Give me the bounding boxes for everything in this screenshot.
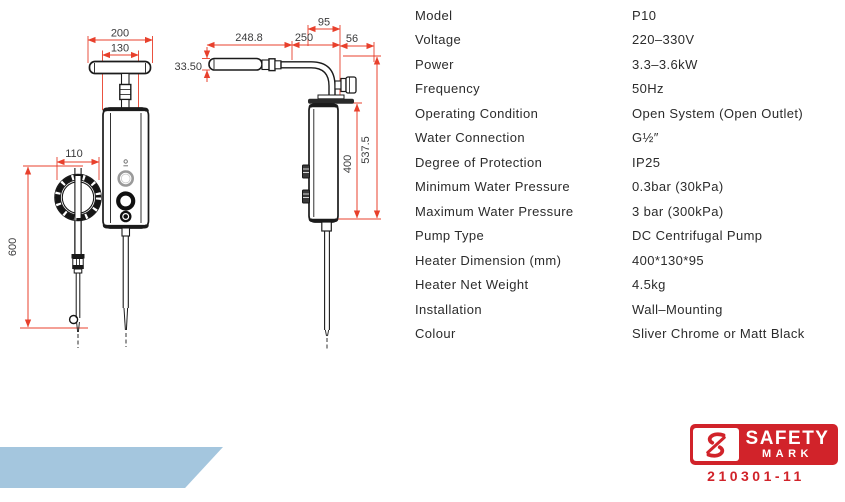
safety-mark-title: SAFETY [745,428,830,449]
dim-elbow-depth: 95 [318,17,330,29]
spec-value: 220–330V [632,32,695,48]
spec-label: Colour [415,326,456,342]
table-row: Power 3.3–3.6kW [415,52,843,77]
dim-overall-height: 537.5 [360,136,372,164]
spec-label: Model [415,7,453,23]
spec-label: Water Connection [415,130,525,146]
spec-label: Power [415,56,454,72]
safety-mark-license-number: 210301-11 [707,468,805,484]
spec-label: Heater Dimension (mm) [415,252,562,268]
side-knobs [302,164,310,204]
hand-shower [54,168,102,348]
front-view [88,60,152,347]
safety-mark-subtitle: MARK [762,448,813,460]
table-row: Operating Condition Open System (Open Ou… [415,101,843,126]
spec-label: Voltage [415,32,462,48]
table-row: Heater Dimension (mm) 400*130*95 [415,248,843,273]
power-knob [116,191,136,211]
spec-table: Model P10 Voltage 220–330V Power 3.3–3.6… [415,3,843,346]
table-row: Voltage 220–330V [415,28,843,53]
safety-mark-text: SAFETY MARK [739,429,838,460]
pump-button [119,210,132,223]
spec-value: Open System (Open Outlet) [632,105,804,121]
table-row: Heater Net Weight 4.5kg [415,273,843,298]
spec-label: Frequency [415,81,481,97]
spec-value: G½″ [632,130,659,146]
dim-head-inner-width: 130 [111,43,129,55]
spec-value: 3 bar (300kPa) [632,203,724,219]
dimension-labels: 200 130 110 600 33.50 248.8 250 95 56 53… [7,17,372,257]
safety-mark-logo-box [693,428,739,461]
dim-head-width: 200 [111,28,129,40]
safety-mark-s-icon [706,431,726,458]
table-row: Degree of Protection IP25 [415,150,843,175]
spec-label: Degree of Protection [415,154,543,170]
dim-arm-diameter: 33.50 [174,61,202,73]
spec-value: DC Centrifugal Pump [632,228,763,244]
dim-arm-length: 248.8 [235,32,263,44]
table-row: Model P10 [415,3,843,28]
dimension-lines [20,25,381,329]
dim-hose-length: 600 [7,238,19,256]
spec-value: 400*130*95 [632,252,704,268]
spec-value: 3.3–3.6kW [632,56,698,72]
dial-knob [117,170,134,187]
spec-value: 50Hz [632,81,664,97]
spec-value: IP25 [632,154,661,170]
hose-hook [68,314,79,325]
dim-handshower-diameter: 110 [65,148,83,160]
spec-label: Heater Net Weight [415,277,529,293]
spec-value: 4.5kg [632,277,666,293]
spec-label: Minimum Water Pressure [415,179,570,195]
spec-value: Wall–Mounting [632,301,723,317]
table-row: Pump Type DC Centrifugal Pump [415,224,843,249]
technical-drawing: 200 130 110 600 33.50 248.8 250 95 56 53… [7,17,381,350]
spec-label: Operating Condition [415,105,539,121]
table-row: Water Connection G½″ [415,126,843,151]
side-view [208,57,357,350]
safety-mark: SAFETY MARK 210301-11 [690,424,838,484]
control-panel [116,159,136,223]
table-row: Colour Sliver Chrome or Matt Black [415,322,843,347]
spec-label: Pump Type [415,228,485,244]
spec-value: P10 [632,7,657,23]
dim-inlet-offset: 56 [346,33,358,45]
dim-body-height: 400 [342,155,354,173]
spec-label: Maximum Water Pressure [415,203,574,219]
table-row: Maximum Water Pressure 3 bar (300kPa) [415,199,843,224]
spec-value: Sliver Chrome or Matt Black [632,326,805,342]
safety-mark-badge: SAFETY MARK [690,424,838,465]
spec-value: 0.3bar (30kPa) [632,179,724,195]
decorative-banner [0,447,223,488]
table-row: Installation Wall–Mounting [415,297,843,322]
table-row: Frequency 50Hz [415,77,843,102]
dim-arm-reach: 250 [295,32,313,44]
spec-label: Installation [415,301,482,317]
mode-icon [123,159,128,164]
table-row: Minimum Water Pressure 0.3bar (30kPa) [415,175,843,200]
